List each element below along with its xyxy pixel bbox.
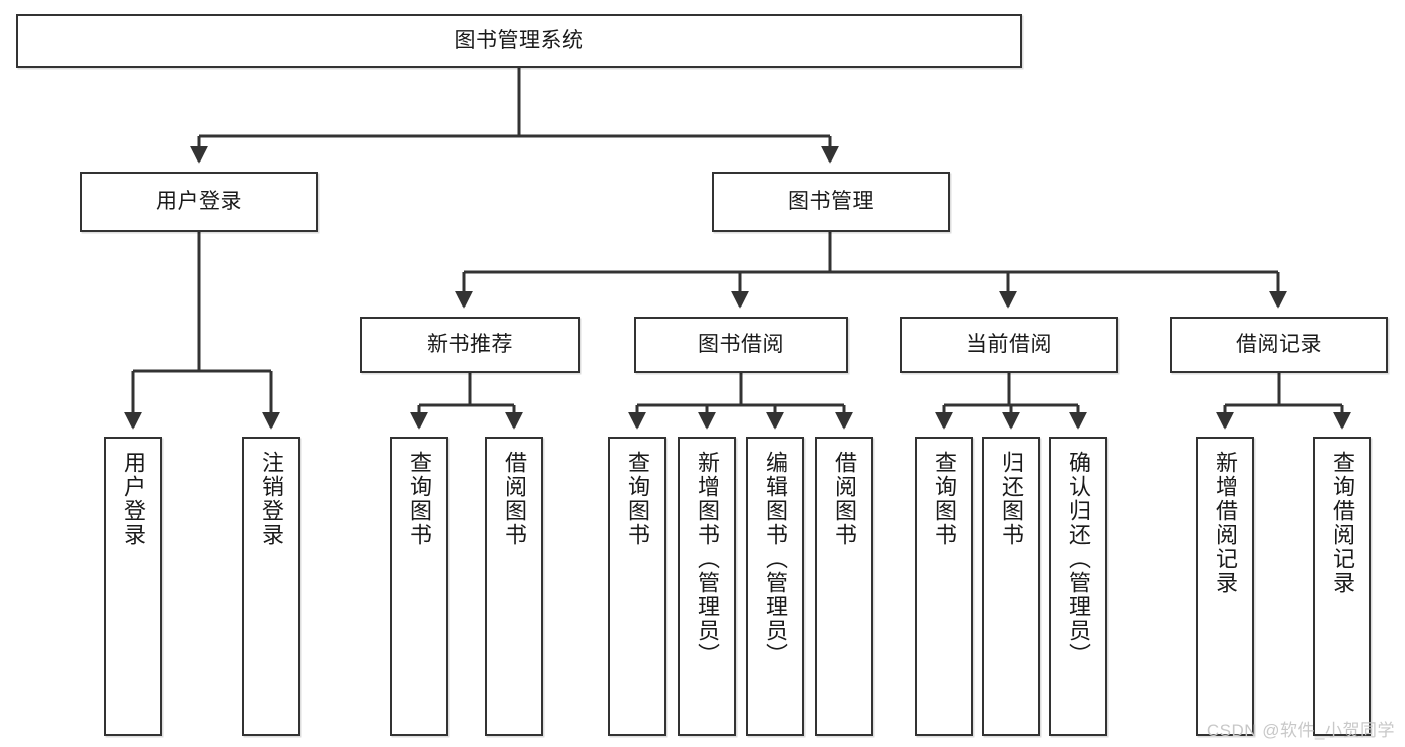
node-book-manage[interactable]: 图书管理 (712, 172, 950, 232)
node-leaf-borrow-book-label: 借阅图书 (831, 451, 857, 547)
node-leaf-borrow-book[interactable]: 借阅图书 (815, 437, 873, 736)
node-leaf-query-book-borrow[interactable]: 查询图书 (608, 437, 666, 736)
node-leaf-add-record[interactable]: 新增借阅记录 (1196, 437, 1254, 736)
node-leaf-confirm-return[interactable]: 确认归还（管理员） (1049, 437, 1107, 736)
node-leaf-return-book[interactable]: 归还图书 (982, 437, 1040, 736)
node-current-borrow-label: 当前借阅 (966, 332, 1052, 356)
node-leaf-user-logout[interactable]: 注销登录 (242, 437, 300, 736)
node-root-label: 图书管理系统 (454, 28, 584, 52)
node-leaf-edit-book[interactable]: 编辑图书（管理员） (746, 437, 804, 736)
node-leaf-add-book-label: 新增图书（管理员） (694, 451, 720, 667)
node-borrow-record[interactable]: 借阅记录 (1170, 317, 1388, 373)
node-leaf-user-login-label: 用户登录 (120, 451, 146, 547)
node-leaf-query-book-rec-label: 查询图书 (406, 451, 432, 547)
node-current-borrow[interactable]: 当前借阅 (900, 317, 1118, 373)
node-user-login-label: 用户登录 (156, 189, 242, 213)
node-leaf-return-book-label: 归还图书 (998, 451, 1024, 547)
node-leaf-borrow-book-rec-label: 借阅图书 (501, 451, 527, 547)
node-leaf-edit-book-label: 编辑图书（管理员） (762, 451, 788, 667)
node-user-login[interactable]: 用户登录 (80, 172, 318, 232)
node-new-book-rec[interactable]: 新书推荐 (360, 317, 580, 373)
node-book-borrow-label: 图书借阅 (698, 332, 784, 356)
node-leaf-add-record-label: 新增借阅记录 (1212, 451, 1238, 595)
node-book-manage-label: 图书管理 (788, 189, 874, 213)
node-leaf-query-record[interactable]: 查询借阅记录 (1313, 437, 1371, 736)
node-leaf-query-book-rec[interactable]: 查询图书 (390, 437, 448, 736)
node-leaf-query-book-borrow-label: 查询图书 (624, 451, 650, 547)
node-leaf-user-logout-label: 注销登录 (258, 451, 284, 547)
node-borrow-record-label: 借阅记录 (1236, 332, 1322, 356)
node-leaf-query-record-label: 查询借阅记录 (1329, 451, 1355, 595)
node-leaf-add-book[interactable]: 新增图书（管理员） (678, 437, 736, 736)
watermark-text: CSDN @软件_小贺同学 (1206, 721, 1395, 740)
node-book-borrow[interactable]: 图书借阅 (634, 317, 848, 373)
node-leaf-user-login[interactable]: 用户登录 (104, 437, 162, 736)
node-leaf-borrow-book-rec[interactable]: 借阅图书 (485, 437, 543, 736)
node-leaf-query-book-current[interactable]: 查询图书 (915, 437, 973, 736)
node-leaf-confirm-return-label: 确认归还（管理员） (1065, 451, 1091, 667)
node-leaf-query-book-current-label: 查询图书 (931, 451, 957, 547)
node-root[interactable]: 图书管理系统 (16, 14, 1022, 68)
node-new-book-rec-label: 新书推荐 (427, 332, 513, 356)
